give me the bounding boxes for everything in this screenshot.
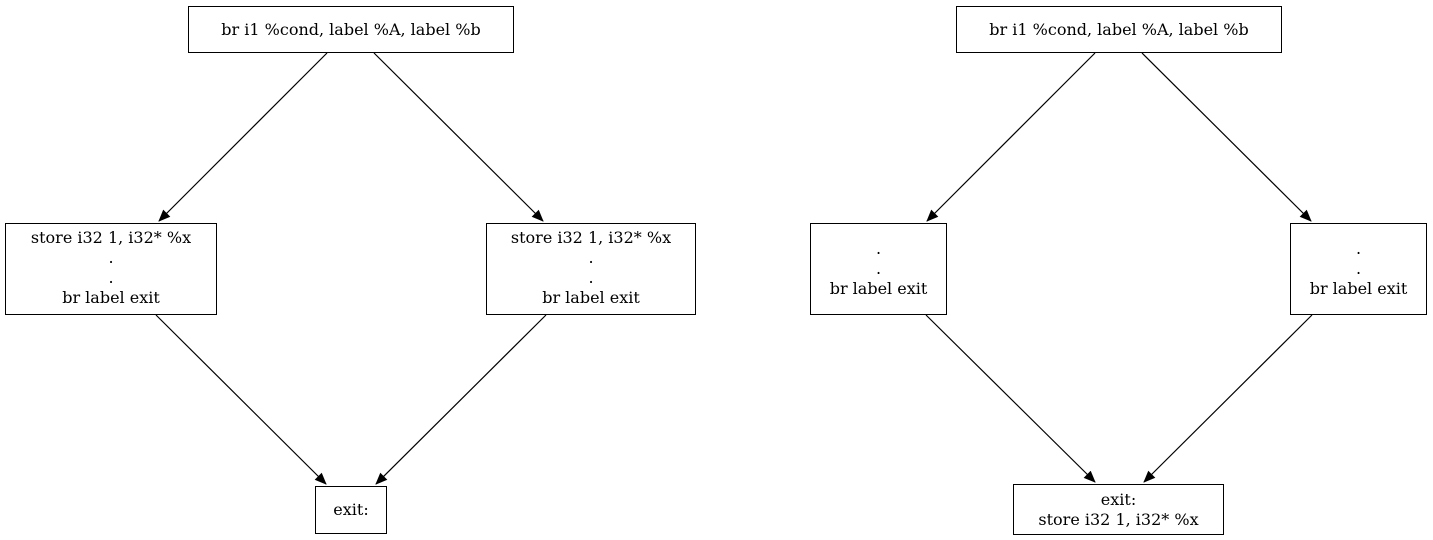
right-entry-label: br i1 %cond, label %A, label %b bbox=[989, 19, 1249, 39]
left-exit-node: exit: bbox=[315, 486, 387, 534]
edge-right-entry-to-a bbox=[926, 52, 1096, 222]
right-entry-node: br i1 %cond, label %A, label %b bbox=[956, 6, 1282, 53]
left-block-b-branch: br label exit bbox=[542, 288, 640, 307]
left-block-a-store: store i32 1, i32* %x bbox=[30, 228, 192, 247]
left-block-b-store: store i32 1, i32* %x bbox=[510, 228, 672, 247]
edge-left-entry-to-b bbox=[373, 52, 544, 222]
left-block-b-node: store i32 1, i32* %x . . br label exit bbox=[486, 223, 696, 315]
right-exit-label: exit: bbox=[1100, 489, 1137, 509]
left-block-b-ellipsis-1: . bbox=[588, 248, 594, 267]
left-entry-node: br i1 %cond, label %A, label %b bbox=[188, 6, 514, 53]
right-block-a-branch: br label exit bbox=[829, 279, 928, 298]
edge-left-b-to-exit bbox=[375, 314, 547, 485]
left-block-a-ellipsis-2: . bbox=[108, 268, 114, 287]
left-entry-label: br i1 %cond, label %A, label %b bbox=[221, 19, 481, 39]
edge-right-b-to-exit bbox=[1143, 314, 1313, 483]
edge-left-entry-to-a bbox=[158, 52, 328, 222]
edge-left-a-to-exit bbox=[155, 314, 327, 485]
right-block-b-ellipsis-2: . bbox=[1355, 259, 1362, 278]
left-exit-label: exit: bbox=[333, 500, 369, 519]
right-block-a-ellipsis-1: . bbox=[875, 239, 882, 258]
left-block-a-branch: br label exit bbox=[62, 288, 160, 307]
edge-right-entry-to-b bbox=[1141, 52, 1312, 222]
edge-right-a-to-exit bbox=[925, 314, 1096, 483]
right-block-b-node: . . br label exit bbox=[1290, 223, 1427, 315]
left-block-b-ellipsis-2: . bbox=[588, 268, 594, 287]
right-exit-node: exit: store i32 1, i32* %x bbox=[1013, 484, 1224, 535]
right-block-b-ellipsis-1: . bbox=[1355, 239, 1362, 258]
right-block-b-branch: br label exit bbox=[1309, 279, 1408, 298]
left-block-a-node: store i32 1, i32* %x . . br label exit bbox=[5, 223, 217, 315]
right-block-a-node: . . br label exit bbox=[810, 223, 947, 315]
right-exit-store: store i32 1, i32* %x bbox=[1038, 509, 1199, 529]
left-block-a-ellipsis-1: . bbox=[108, 248, 114, 267]
right-block-a-ellipsis-2: . bbox=[875, 259, 882, 278]
